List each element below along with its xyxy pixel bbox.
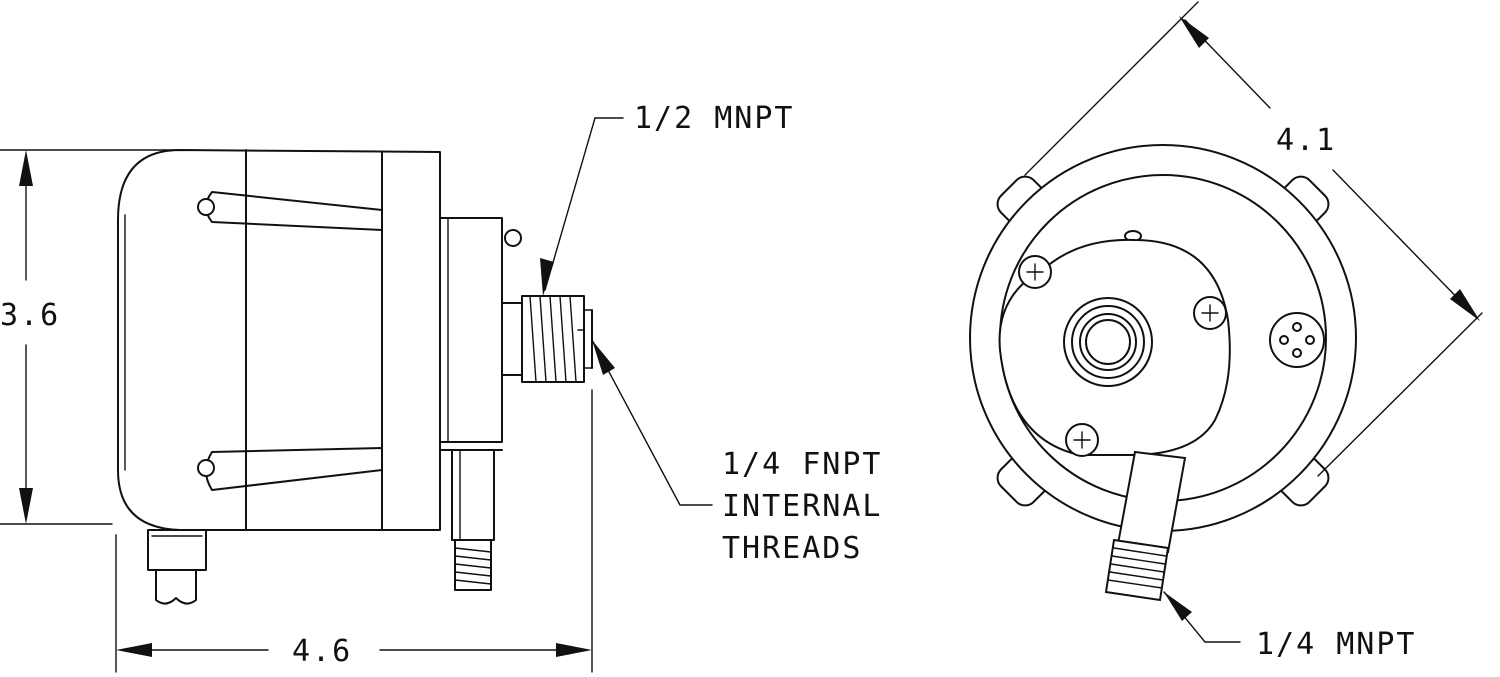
screw-icon	[1193, 296, 1227, 330]
front-tube-fitting	[1104, 450, 1187, 602]
callout-half-mnpt: 1/2 MNPT	[540, 101, 795, 296]
dimension-diameter: 4.1	[1024, 1, 1483, 477]
half-mnpt-fitting	[501, 295, 593, 383]
fnpt-label-line2: INTERNAL	[722, 489, 883, 524]
screw-icon	[1018, 255, 1052, 289]
diameter-dimension-label: 4.1	[1276, 123, 1336, 158]
bottom-stub	[147, 529, 207, 605]
vent-icon	[1269, 312, 1325, 368]
upper-bracket-arm	[205, 191, 383, 231]
callout-quarter-mnpt: 1/4 MNPT	[1163, 591, 1417, 662]
half-mnpt-label: 1/2 MNPT	[634, 101, 795, 136]
callout-quarter-fnpt: 1/4 FNPT INTERNAL THREADS	[591, 339, 883, 566]
lower-bracket-arm	[205, 447, 383, 491]
width-dimension-label: 4.6	[292, 634, 352, 669]
front-view	[969, 144, 1357, 602]
quarter-mnpt-label: 1/4 MNPT	[1256, 627, 1417, 662]
side-body-outline	[117, 149, 441, 531]
lower-port-fitting	[451, 449, 495, 591]
height-dimension-label: 3.6	[0, 298, 60, 333]
flange-plate	[439, 217, 503, 443]
dimension-height: 3.6	[0, 149, 176, 525]
screw-icon	[1065, 423, 1099, 457]
side-view	[117, 149, 593, 605]
fnpt-label-line1: 1/4 FNPT	[722, 447, 883, 482]
cover-plate	[998, 238, 1231, 456]
dimension-width: 4.6	[115, 389, 593, 673]
fnpt-label-line3: THREADS	[722, 531, 862, 566]
central-port	[1063, 297, 1153, 387]
